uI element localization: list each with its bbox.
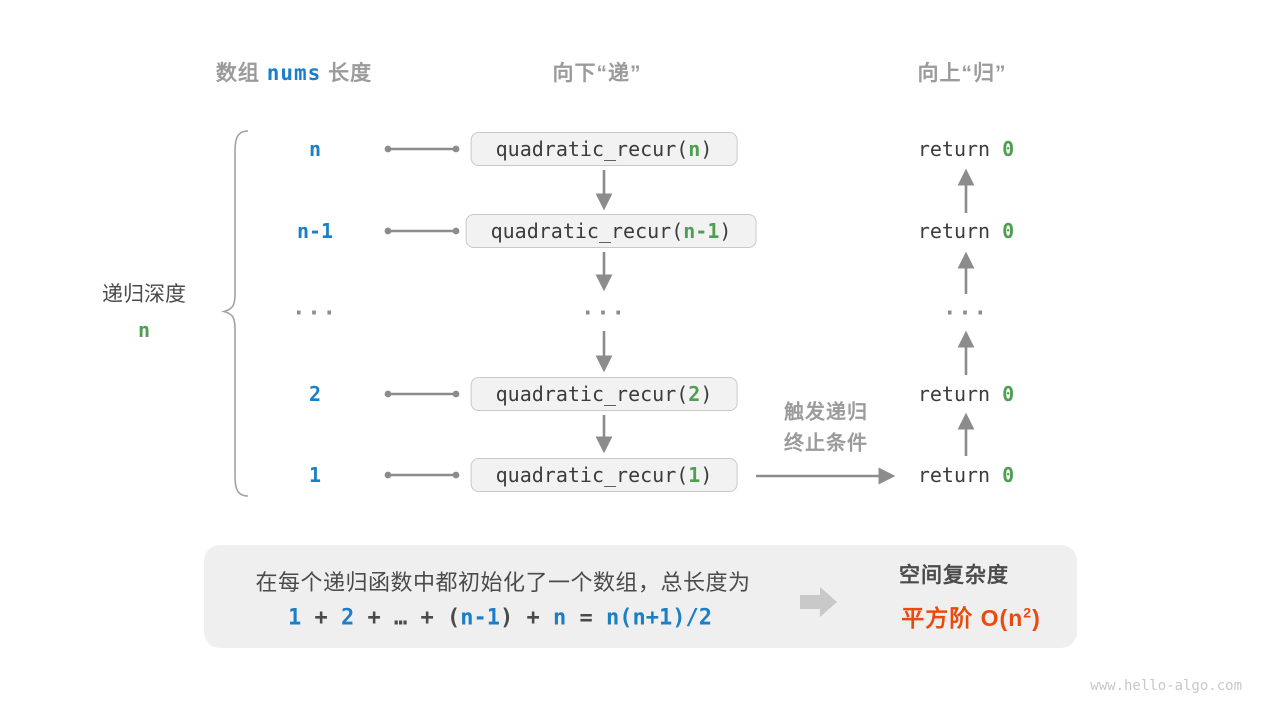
block-arrow-body	[800, 595, 820, 609]
row-label-n1: n-1	[296, 219, 334, 243]
result-pre: 平方阶 O(n	[901, 605, 1024, 631]
summary-box	[204, 545, 1077, 648]
call-arg: n-1	[683, 219, 720, 243]
depth-value: n	[137, 318, 151, 342]
formula-part: +	[301, 605, 342, 631]
call-pre: quadratic_recur(	[495, 463, 689, 487]
return-value: 0	[1002, 219, 1015, 243]
formula-part: n(n+1)/2	[606, 605, 712, 631]
connector-row-2	[384, 390, 460, 398]
depth-brace	[221, 130, 249, 497]
formula-part: …	[394, 605, 408, 631]
formula-part: 1	[288, 605, 302, 631]
call-box-n: quadratic_recur(n)	[470, 132, 738, 166]
header-array-code: nums	[266, 61, 322, 85]
call-arg: 2	[688, 382, 701, 406]
call-post: )	[719, 219, 732, 243]
summary-text: 在每个递归函数中都初始化了一个数组，总长度为	[255, 570, 751, 595]
ellipsis-calls: ...	[581, 295, 627, 321]
call-arg: 1	[688, 463, 701, 487]
result-sup: 2	[1023, 604, 1033, 621]
return-n: return 0	[918, 137, 1014, 161]
formula-part: +	[513, 605, 554, 631]
return-value: 0	[1002, 137, 1015, 161]
formula-part: n	[553, 605, 567, 631]
formula-part: +	[407, 605, 448, 631]
connector-row-n	[384, 145, 460, 153]
header-array-pre: 数组	[215, 62, 267, 85]
formula-part: =	[566, 605, 607, 631]
call-box-1: quadratic_recur(1)	[470, 458, 738, 492]
call-post: )	[700, 382, 713, 406]
formula-part: (	[447, 605, 461, 631]
return-n1: return 0	[918, 219, 1014, 243]
row-label-n: n	[308, 137, 322, 161]
call-post: )	[700, 463, 713, 487]
return-1: return 0	[918, 463, 1014, 487]
summary-formula: 1 + 2 + … + (n-1) + n = n(n+1)/2	[288, 606, 712, 631]
trigger-note-line2: 终止条件	[784, 432, 868, 455]
call-pre: quadratic_recur(	[490, 219, 684, 243]
formula-part: 2	[341, 605, 355, 631]
connector-row-n1	[384, 227, 460, 235]
return-keyword: return	[917, 137, 1003, 161]
call-box-2: quadratic_recur(2)	[470, 377, 738, 411]
return-value: 0	[1002, 463, 1015, 487]
return-value: 0	[1002, 382, 1015, 406]
result-title: 空间复杂度	[899, 564, 1009, 587]
return-keyword: return	[917, 463, 1003, 487]
header-array-length: 数组 nums 长度	[216, 57, 372, 87]
row-label-1: 1	[308, 463, 322, 487]
return-keyword: return	[917, 219, 1003, 243]
call-pre: quadratic_recur(	[495, 137, 689, 161]
ellipsis-labels: ...	[292, 295, 338, 321]
call-pre: quadratic_recur(	[495, 382, 689, 406]
connector-row-1	[384, 471, 460, 479]
result-value: 平方阶 O(n2)	[901, 599, 1040, 633]
return-keyword: return	[917, 382, 1003, 406]
formula-part: )	[500, 605, 514, 631]
header-descend: 向下“递”	[552, 62, 642, 85]
depth-label: 递归深度	[102, 283, 186, 306]
call-arg: n	[688, 137, 701, 161]
row-label-2: 2	[308, 382, 322, 406]
formula-part: +	[354, 605, 395, 631]
call-box-n1: quadratic_recur(n-1)	[465, 214, 757, 248]
watermark: www.hello-algo.com	[1090, 678, 1242, 694]
block-arrow-head	[820, 587, 837, 617]
ellipsis-returns: ...	[943, 295, 989, 321]
header-array-post: 长度	[321, 62, 373, 85]
formula-part: n-1	[460, 605, 501, 631]
call-post: )	[700, 137, 713, 161]
trigger-note-line1: 触发递归	[784, 401, 868, 424]
return-2: return 0	[918, 382, 1014, 406]
header-ascend: 向上“归”	[917, 62, 1007, 85]
result-post: )	[1032, 605, 1041, 631]
